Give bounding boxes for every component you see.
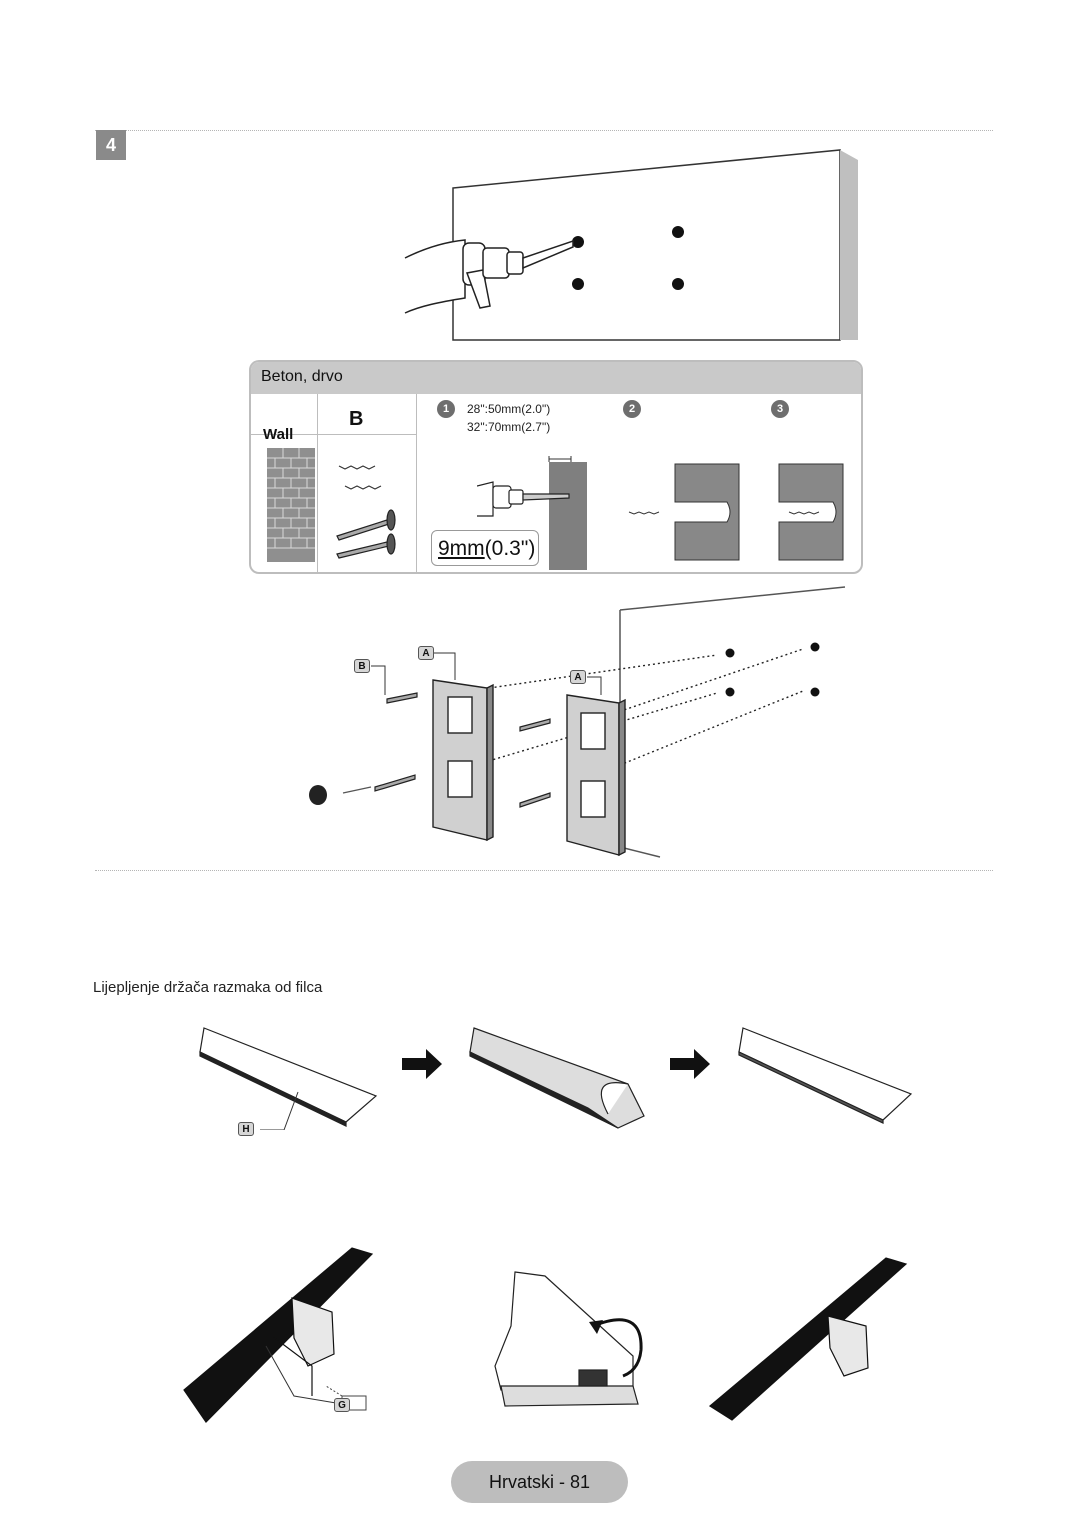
bracket-part-label-a1: A bbox=[418, 646, 434, 660]
panel-title: Beton, drvo bbox=[261, 368, 343, 385]
felt-part-label-h: H bbox=[238, 1122, 254, 1136]
step-2-marker: 2 bbox=[623, 400, 641, 418]
drill-icon bbox=[477, 481, 570, 517]
panel-divider-2 bbox=[416, 394, 417, 572]
panel-header: Beton, drvo bbox=[251, 362, 861, 394]
wall-label: Wall bbox=[263, 426, 294, 443]
rotate-arrow-icon bbox=[592, 1318, 643, 1378]
stand-icon bbox=[183, 1247, 374, 1423]
wall-drilling-illustration bbox=[404, 149, 858, 341]
step-1-marker: 1 bbox=[437, 400, 455, 418]
step-1-drilling-illustration bbox=[477, 456, 587, 570]
bracket-mounting-illustration bbox=[309, 586, 846, 858]
arrow-right-icon bbox=[402, 1049, 442, 1079]
screw-type-label: B bbox=[349, 408, 364, 430]
brick-wall-icon bbox=[267, 448, 315, 562]
top-divider bbox=[95, 130, 993, 131]
depth-spec-28: 28":50mm(2.0") bbox=[467, 402, 551, 416]
step-3-plug-inserted-illustration bbox=[778, 463, 844, 561]
step-3-marker: 3 bbox=[771, 400, 789, 418]
stand-step-2 bbox=[494, 1271, 643, 1407]
screw-icon bbox=[374, 692, 551, 808]
felt-pad-step-2 bbox=[469, 1027, 645, 1129]
bottom-divider bbox=[95, 870, 993, 871]
felt-section-title: Lijepljenje držača razmaka od filca bbox=[93, 979, 323, 996]
wall-plug-icon bbox=[309, 785, 327, 805]
screw-part-label-b: B bbox=[354, 659, 370, 673]
step-number-badge: 4 bbox=[96, 130, 126, 160]
stand-step-3 bbox=[708, 1257, 908, 1421]
depth-spec-32: 32":70mm(2.7") bbox=[467, 420, 551, 434]
felt-pad-icon bbox=[199, 1027, 378, 1127]
stand-icon bbox=[494, 1271, 639, 1407]
screw-and-plug-icon bbox=[336, 465, 396, 559]
wall-icon bbox=[452, 149, 858, 341]
panel-divider-3 bbox=[317, 434, 416, 435]
drill-icon bbox=[404, 239, 574, 314]
step-2-plug-illustration bbox=[628, 463, 740, 561]
drill-size-mm: 9mm bbox=[438, 537, 485, 560]
felt-pad-icon bbox=[738, 1027, 913, 1124]
stand-icon bbox=[708, 1257, 908, 1421]
mount-materials-panel: Beton, drvo Wall B bbox=[249, 360, 863, 574]
stand-part-label-g: G bbox=[334, 1398, 350, 1412]
alignment-guides bbox=[454, 648, 804, 772]
drill-bit-size: 9mm(0.3") bbox=[431, 530, 539, 566]
bracket-part-label-a2: A bbox=[570, 670, 586, 684]
screw-icon bbox=[336, 509, 396, 559]
bracket-icon bbox=[432, 679, 626, 857]
arrow-right-icon bbox=[670, 1049, 710, 1079]
drill-hole-marks bbox=[572, 226, 684, 290]
page-footer-label: Hrvatski - 81 bbox=[451, 1461, 628, 1503]
wall-plug-icon bbox=[338, 465, 382, 490]
felt-pad-icon bbox=[469, 1027, 645, 1129]
wall-hole-marks bbox=[725, 642, 820, 697]
felt-pad-step-1 bbox=[199, 1027, 378, 1130]
panel-divider-4 bbox=[251, 434, 317, 435]
felt-pad-step-3 bbox=[738, 1027, 913, 1124]
drill-size-in: (0.3") bbox=[484, 537, 536, 560]
panel-divider-1 bbox=[317, 394, 318, 572]
